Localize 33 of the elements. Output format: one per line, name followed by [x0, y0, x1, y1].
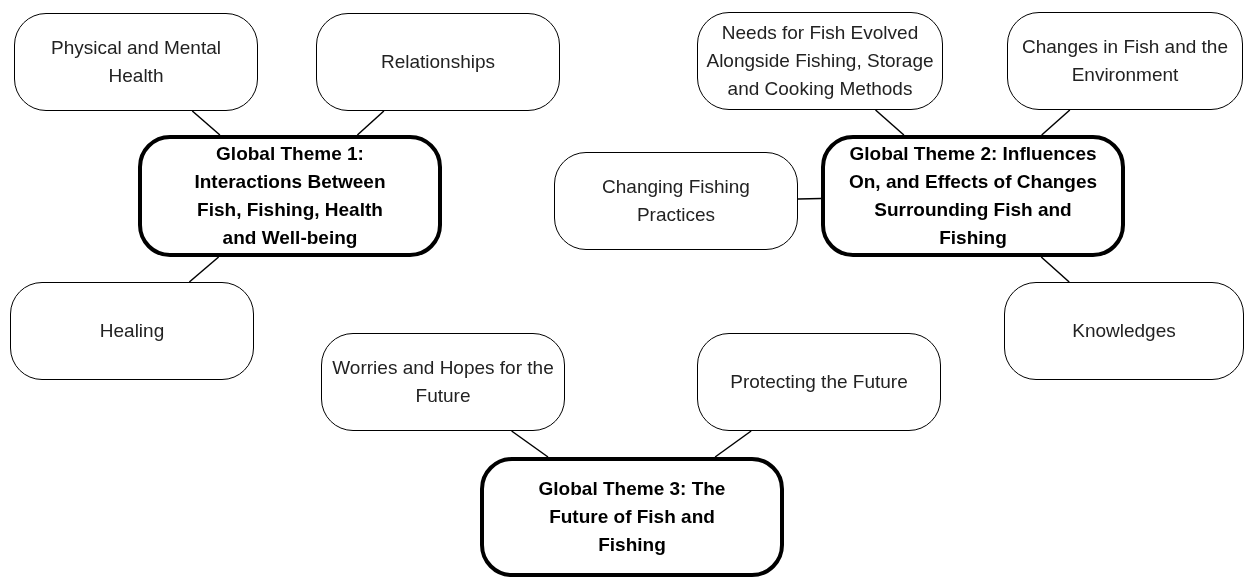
theme-box	[821, 135, 1125, 257]
node-label: Relationships	[380, 50, 496, 74]
connector-line	[356, 110, 385, 136]
subtheme-box	[1007, 12, 1243, 110]
subtheme-box	[321, 333, 565, 431]
connector-line	[1040, 109, 1071, 136]
connector-line	[1040, 256, 1070, 283]
theme-box	[138, 135, 442, 257]
node-label: Protecting the Future	[730, 370, 908, 394]
node-label: Changes in Fish and the Environment	[1021, 35, 1229, 87]
connector-line	[797, 197, 822, 200]
theme-box	[480, 457, 784, 577]
node-label: Knowledges	[1072, 319, 1176, 343]
node-label: Global Theme 3: The Future of Fish and Fishing	[537, 477, 727, 557]
connector-line	[714, 430, 752, 458]
subtheme-box	[697, 12, 943, 110]
connector-line	[510, 430, 549, 458]
node-label: Worries and Hopes for the Future	[331, 356, 555, 408]
subtheme-box	[697, 333, 941, 431]
node-label: Physical and Mental Health	[49, 36, 222, 88]
subtheme-box	[554, 152, 798, 250]
subtheme-box	[14, 13, 258, 111]
connector-line	[874, 109, 905, 136]
node-label: Needs for Fish Evolved Alongside Fishing, Storage and Cooking Methods	[706, 21, 934, 101]
node-label: Global Theme 2: Influences On, and Effects of Changes Surrounding Fish and Fishing	[847, 142, 1099, 250]
connector-line	[188, 256, 220, 283]
subtheme-box	[10, 282, 254, 380]
subtheme-box	[1004, 282, 1244, 380]
connector-line	[191, 110, 221, 136]
node-label: Changing Fishing Practices	[601, 175, 751, 227]
node-label: Healing	[99, 319, 165, 343]
node-label: Global Theme 1: Interactions Between Fish, Fishing, Health and Well-being	[193, 142, 387, 250]
subtheme-box	[316, 13, 560, 111]
